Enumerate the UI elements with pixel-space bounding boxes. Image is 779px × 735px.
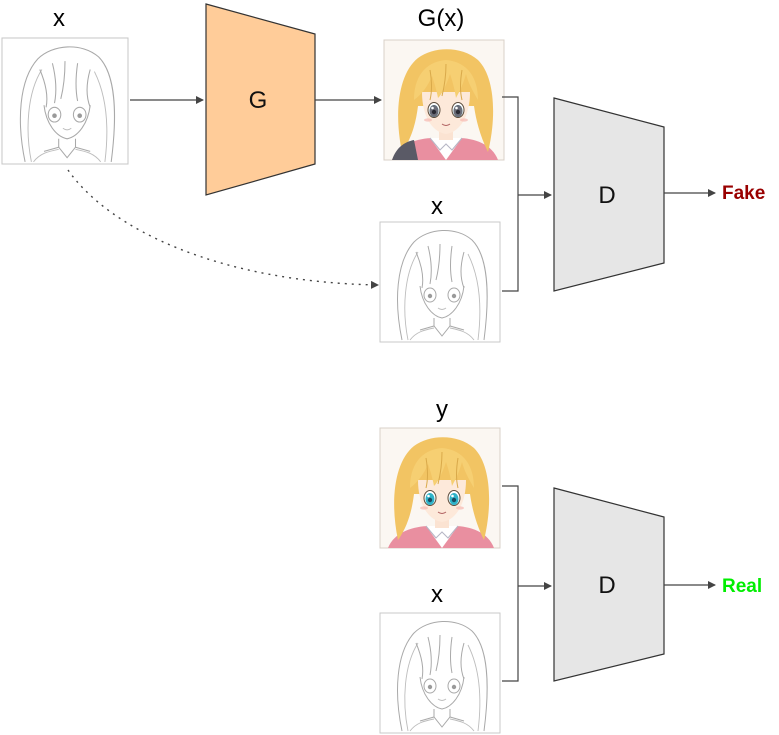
real-output-label: Real [722, 576, 762, 597]
top-condition-sketch-image [379, 221, 501, 343]
generator-block [205, 3, 316, 196]
real-target-portrait-image [379, 427, 501, 549]
generator-label: G [249, 87, 268, 114]
generated-portrait-image [384, 40, 504, 160]
fake-output-label: Fake [722, 183, 765, 204]
discriminator-bottom-block [553, 487, 665, 682]
bottom-condition-label: x [431, 581, 443, 608]
bottom-pair-bracket [502, 485, 519, 682]
input-label: x [53, 5, 65, 32]
top-condition-label: x [431, 193, 443, 220]
bottom-condition-sketch-image [379, 612, 501, 734]
discriminator-top-label: D [598, 182, 615, 209]
generated-label: G(x) [418, 5, 465, 32]
real-target-label: y [436, 396, 448, 423]
top-pair-bracket [502, 96, 519, 292]
discriminator-top-block [553, 97, 665, 292]
discriminator-bottom-label: D [598, 572, 615, 599]
input-sketch-image [1, 37, 129, 165]
skip-connection-dotted-arrow [67, 169, 379, 289]
